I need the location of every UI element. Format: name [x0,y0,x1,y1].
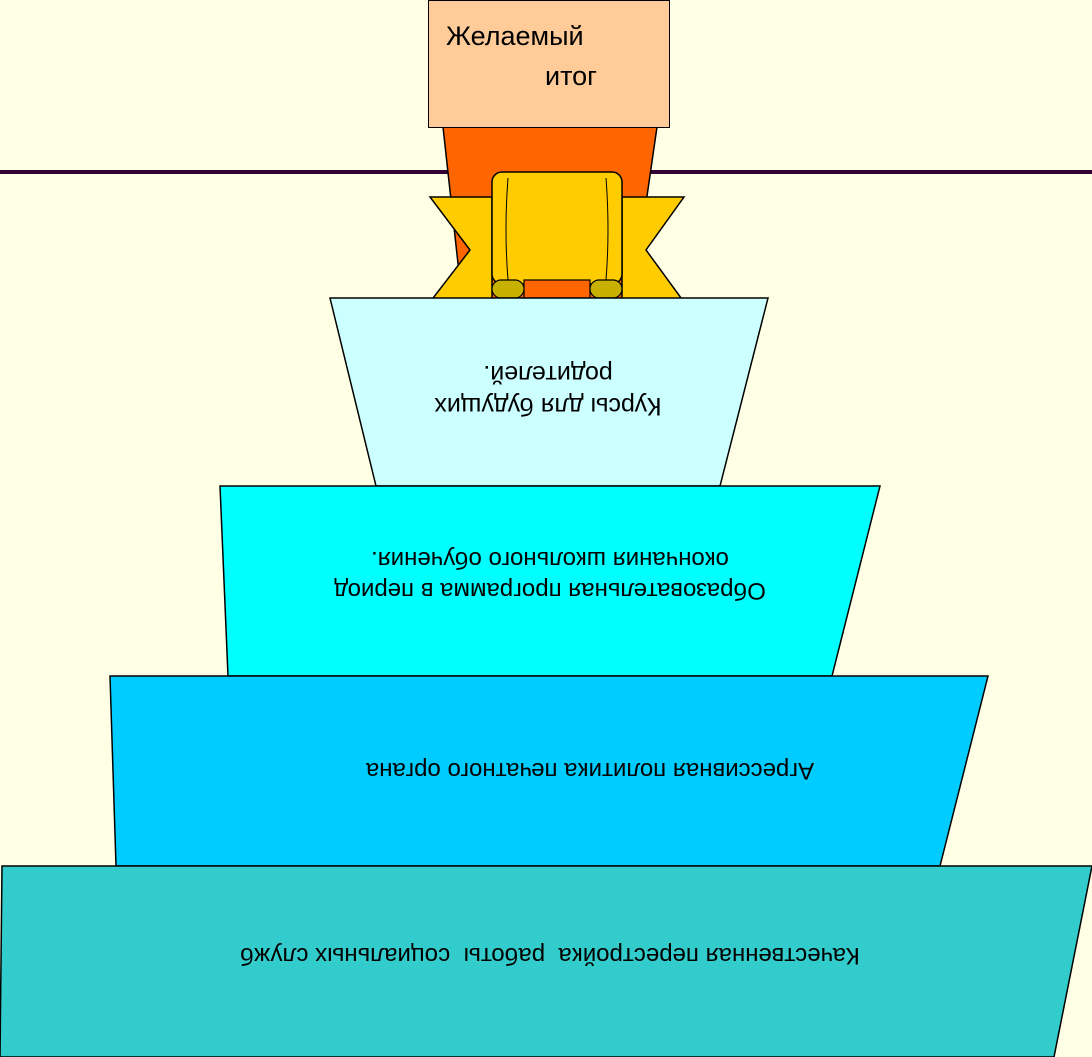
level-1-line-2: родителей. [483,360,613,388]
level-4-shape [0,865,1092,1057]
level-1-label: Курсы для будущих родителей. [378,340,718,440]
level-2-label: Образовательная программа в период оконч… [230,525,870,625]
goal-box: Желаемый итог [428,0,670,128]
ribbon-right-tail [621,196,686,303]
goal-label-line1: Желаемый [446,21,584,51]
level-1-line-1: Курсы для будущих [434,392,662,420]
level-2-line-1: Образовательная программа в период [334,577,766,604]
level-3-label: Агрессивная политика печатного органа [200,745,980,795]
scroll-ribbon-icon [491,171,623,299]
level-3-line-1: Агрессивная политика печатного органа [365,757,815,784]
goal-label-line2: итог [545,61,598,91]
level-2-line-2: окончания школьного обучения. [371,546,729,573]
level-4-line-1: Качественная перестройка работы социальн… [240,942,860,969]
level-4-label: Качественная перестройка работы социальн… [60,930,1040,980]
